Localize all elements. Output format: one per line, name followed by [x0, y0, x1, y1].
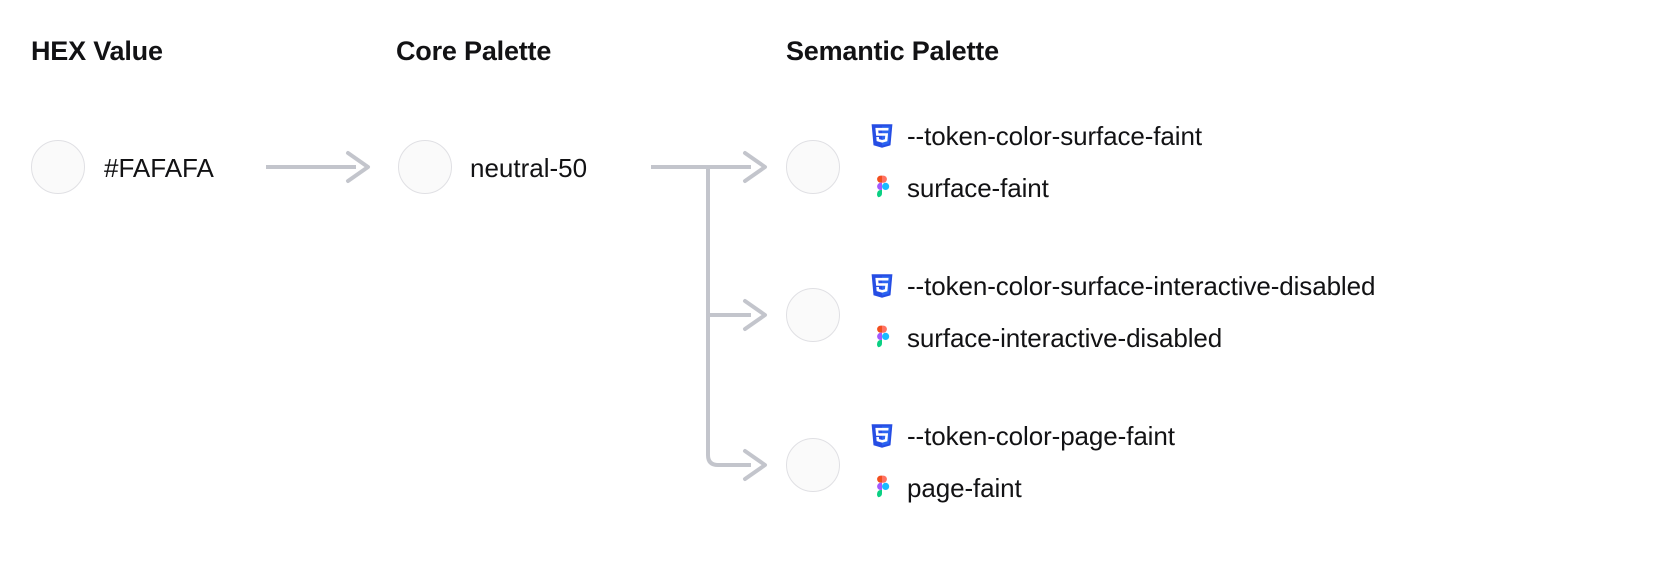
- column-header-hex-value: HEX Value: [31, 36, 163, 66]
- color-swatch-core: [398, 140, 452, 194]
- semantic-row-1-css-token-line: --token-color-surface-interactive-disabl…: [868, 268, 1375, 304]
- semantic-row-1: --token-color-surface-interactive-disabl…: [868, 268, 1375, 356]
- core-palette-value-label: neutral-50: [470, 153, 588, 183]
- css3-icon: [868, 272, 896, 300]
- semantic-row-0-figma-token-line: surface-faint: [868, 170, 1202, 206]
- hex-value-label: #FAFAFA: [104, 153, 214, 183]
- color-swatch-semantic-0: [786, 140, 840, 194]
- color-swatch-semantic-1: [786, 288, 840, 342]
- figma-icon: [868, 174, 896, 202]
- arrow-core-to-semantic-branch: [651, 151, 767, 481]
- semantic-row-2-css-token-line: --token-color-page-faint: [868, 418, 1175, 454]
- semantic-row-0-css-token-text: --token-color-surface-faint: [907, 121, 1202, 151]
- semantic-row-1-figma-token-line: surface-interactive-disabled: [868, 320, 1375, 356]
- column-header-core-palette: Core Palette: [396, 36, 552, 66]
- semantic-row-0-css-token-line: --token-color-surface-faint: [868, 118, 1202, 154]
- column-header-semantic-palette: Semantic Palette: [786, 36, 999, 66]
- semantic-row-0: --token-color-surface-faint surface-fain…: [868, 118, 1202, 206]
- semantic-row-2-figma-token-text: page-faint: [907, 473, 1022, 503]
- css3-icon: [868, 122, 896, 150]
- semantic-row-2-figma-token-line: page-faint: [868, 470, 1175, 506]
- arrow-hex-to-core: [266, 151, 370, 183]
- color-swatch-hex: [31, 140, 85, 194]
- semantic-row-1-figma-token-text: surface-interactive-disabled: [907, 323, 1223, 353]
- figma-icon: [868, 474, 896, 502]
- color-swatch-semantic-2: [786, 438, 840, 492]
- figma-icon: [868, 324, 896, 352]
- semantic-row-2: --token-color-page-faint page-faint: [868, 418, 1175, 506]
- semantic-row-0-figma-token-text: surface-faint: [907, 173, 1049, 203]
- css3-icon: [868, 422, 896, 450]
- semantic-row-2-css-token-text: --token-color-page-faint: [907, 421, 1175, 451]
- semantic-row-1-css-token-text: --token-color-surface-interactive-disabl…: [907, 271, 1376, 301]
